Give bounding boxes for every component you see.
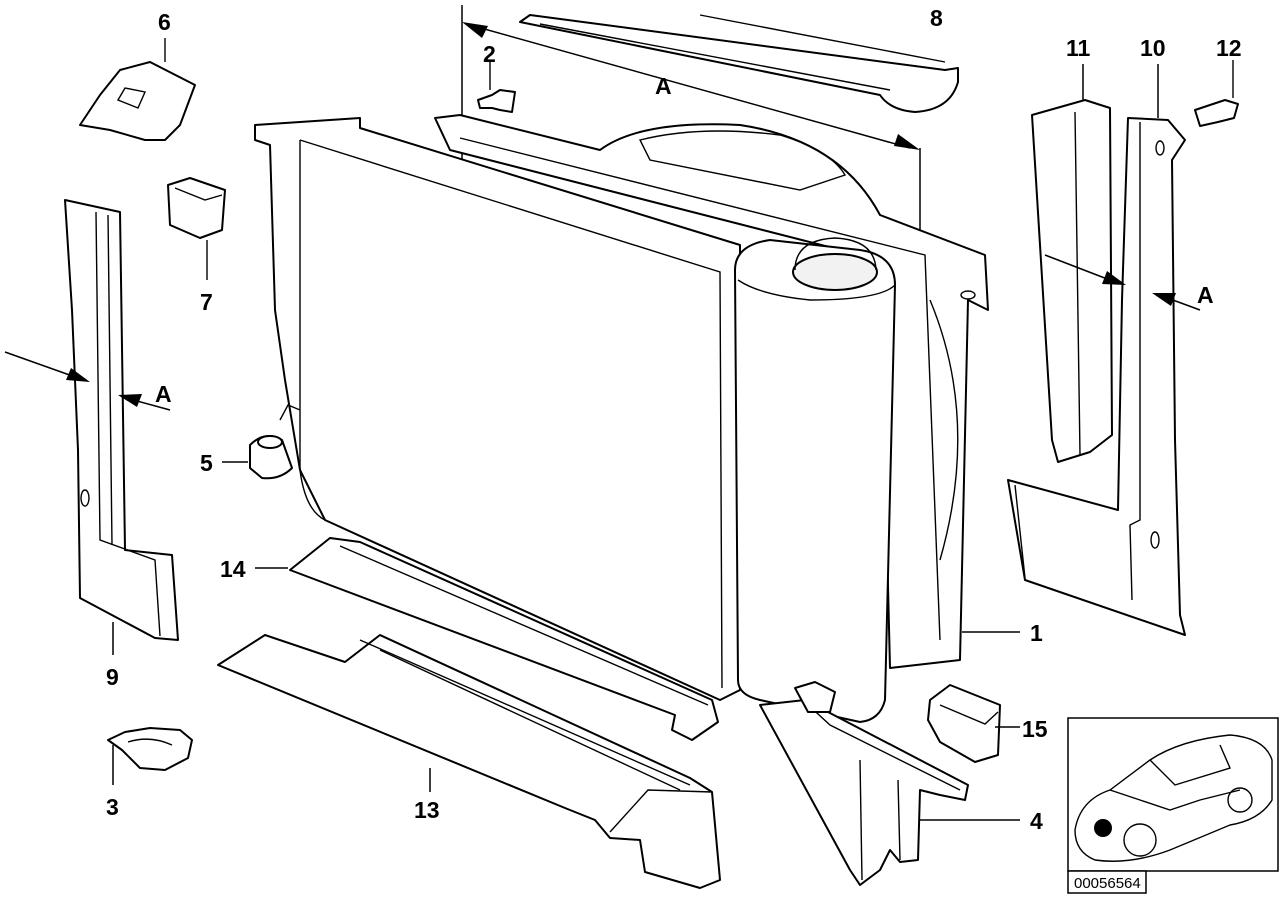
diagram-code: 00056564 (1074, 875, 1141, 892)
callout-15: 15 (1022, 716, 1048, 742)
section-marker-a-top: A (655, 73, 672, 99)
part-13-air-guide[interactable] (217, 634, 721, 889)
callout-9: 9 (106, 664, 119, 690)
section-marker-a-right: A (1197, 282, 1214, 308)
callout-7: 7 (200, 289, 213, 315)
part-2-clip[interactable] (477, 60, 516, 113)
part-15-plug[interactable] (927, 684, 1020, 763)
radiator-core (254, 117, 741, 701)
part-10-right-panel[interactable] (1007, 64, 1186, 636)
fan-shroud (434, 114, 989, 669)
part-8-top-seal[interactable] (519, 14, 959, 113)
callout-13: 13 (414, 797, 440, 823)
part-3-clip[interactable] (107, 727, 193, 785)
callout-2: 2 (483, 41, 496, 67)
location-marker-dot (1094, 819, 1112, 837)
callout-5: 5 (200, 450, 213, 476)
car-outline-icon (1074, 734, 1273, 862)
callout-4: 4 (1030, 808, 1043, 834)
callout-12: 12 (1216, 35, 1242, 61)
callout-3: 3 (106, 794, 119, 820)
callout-14: 14 (220, 556, 246, 582)
section-marker-a-left: A (155, 381, 172, 407)
expansion-tank (734, 237, 896, 723)
section-a-arrows-right (1044, 254, 1201, 311)
part-14-deflector[interactable] (255, 537, 719, 741)
part-5-mount[interactable] (222, 435, 293, 480)
callout-1: 1 (1030, 620, 1043, 646)
car-location-inset: 00056564 (1067, 717, 1279, 894)
part-6-bracket[interactable] (79, 38, 196, 141)
part-12-clip[interactable] (1194, 60, 1239, 127)
callout-10: 10 (1140, 35, 1166, 61)
part-11-strip[interactable] (1031, 64, 1113, 463)
callout-6: 6 (158, 9, 171, 35)
callout-8: 8 (930, 5, 943, 31)
section-a-arrows-left (4, 351, 171, 411)
part-4-bracket[interactable] (759, 681, 1020, 886)
callout-11: 11 (1066, 35, 1091, 61)
part-7-grommet[interactable] (167, 177, 226, 280)
part-9-left-panel[interactable] (64, 199, 179, 655)
